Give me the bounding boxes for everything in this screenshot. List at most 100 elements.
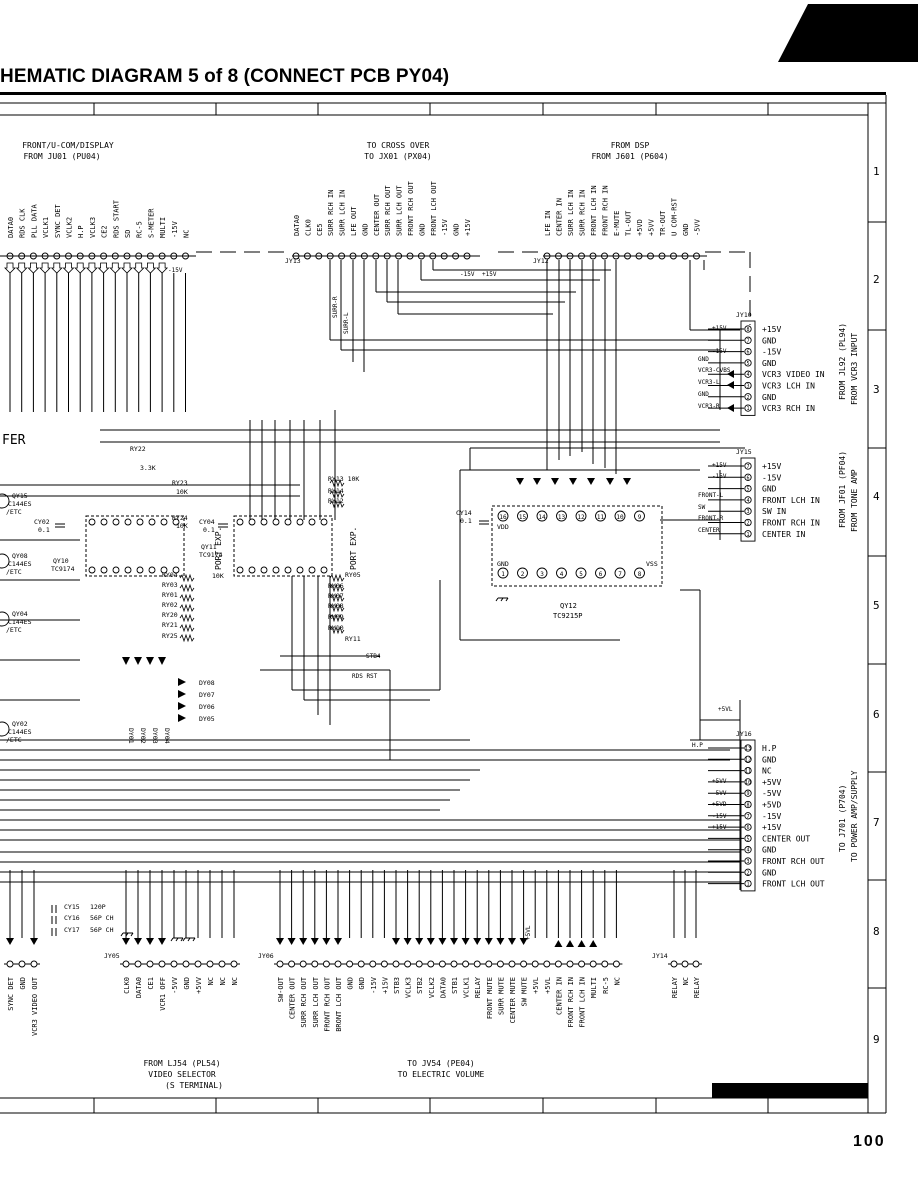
cross-over-header-sub: TO JX01 (PX04) [364,152,431,161]
resistor-symbol [179,603,195,613]
row-number: 2 [873,273,880,286]
diode-label: DY05 [199,715,215,723]
qy10-pin [112,518,120,526]
net-label: -5VV [712,790,727,797]
ic-pin-number: 4 [560,571,564,578]
net-label: +15V [712,824,727,831]
connector-pin-label: +5VV [762,778,781,787]
qy10-pin [160,518,168,526]
connector-pin-label: VCLK2 [428,977,436,998]
connector-pin-label: SURR LCH OUT [312,976,320,1027]
ucom-signal-arrow [27,262,40,274]
signal-arrow [287,938,296,945]
ic-input-arrow [516,478,524,485]
ic-input-arrow [587,478,595,485]
connector-pin-label: -15V [762,473,781,482]
resistor-label: 10K [176,522,188,530]
capacitor-ref: CY02 [34,518,50,526]
connector-pin [744,473,752,481]
ic-pin-number: 1 [501,571,505,578]
connector-pin-label: FRONT RCH IN [762,519,820,528]
connector-pin-label: SURR RCH OUT [300,976,308,1027]
input-arrow [727,404,734,412]
connector-pin [744,800,752,809]
connector-pin [744,823,752,831]
qy11-part: TC9174 [199,551,223,559]
connector-pin [427,960,435,968]
pin-number: 8 [746,803,749,809]
jy13-pin-label: CLK0 [304,219,312,236]
ground-line [495,597,499,602]
ucom-signal-arrow [4,262,16,274]
jy12-pin-label: LFE IN [544,211,552,236]
connector-pin [438,960,446,968]
transistor-ref: QY02 [12,720,28,728]
connector-pin-label: GND [19,977,27,990]
dsp-header-sub: FROM J601 (P604) [591,152,668,161]
connector-pin-label: VCR3 VIDEO OUT [31,976,39,1036]
connector-pin-label: VCLK1 [463,977,471,998]
connector-pin [18,960,26,968]
diode-symbol [178,702,186,710]
qy11-pin [296,566,304,574]
qy11-pin [308,518,316,526]
ground-symbol [120,932,134,937]
connector-pin [311,960,319,968]
ucom-signal-arrow [50,262,63,274]
connector-pin [744,846,752,854]
ic-pin [497,510,509,522]
transistor-variant: /ETC [6,626,22,634]
ic-pin [575,510,587,522]
connector-pin [392,960,400,968]
signal-arrow [158,938,166,945]
transistor-part: C144ES [8,618,32,626]
signal-arrow [508,938,516,945]
net-label: FRONT-R [698,515,724,522]
connector-pin [744,462,752,470]
net-label: FRONT-L [698,492,724,499]
jy12-pin-label: +5VV [648,218,656,236]
pin-number: 7 [746,338,749,344]
qy10-pin [160,566,168,574]
ic-pin-number: 8 [638,571,642,578]
connector-pin-label: H.P [762,744,777,753]
ucom-signal-arrow [132,262,145,274]
input-arrow [727,370,734,378]
jy12-pin-label: FRONT LCH IN [590,185,598,236]
resistor-label: RY04 [162,571,178,579]
row-number: 4 [873,490,880,503]
qy11-ref: QY11 [201,543,217,551]
signal-arrow [426,938,435,945]
capacitor-value: 120P [90,903,106,911]
connector-pin-label: +15V [762,823,781,832]
connector-pin [415,960,423,968]
connector-pin-label: GND [347,977,355,990]
pin-number: 3 [746,509,749,515]
pin-number: 8 [746,327,749,333]
connector-pin [134,960,142,968]
capacitor-value: 0.1 [38,526,50,534]
connector-pin [744,868,752,876]
ic-pin-number: 16 [499,514,507,521]
connector-pin [744,393,752,401]
row-number: 1 [873,165,880,178]
connector-pin-label: CENTER IN [762,530,806,539]
port-exp-label: PORT EXP. [349,527,358,570]
signal-arrow [554,940,563,947]
connector-pin [357,960,365,968]
connector-pin-label: -15V [762,348,781,357]
ucom-pin-label: SD [124,230,132,238]
transistor-ref: QY04 [12,610,28,618]
connector-pin-label: RC-5 [602,977,610,994]
connector-pin [692,960,700,968]
connector-pin [543,960,551,968]
connector-pin-label: SW IN [762,507,786,516]
footer-bar [712,1083,868,1098]
resistor-label: RY21 [162,621,178,629]
connector-pin-label: -5VV [762,789,781,798]
